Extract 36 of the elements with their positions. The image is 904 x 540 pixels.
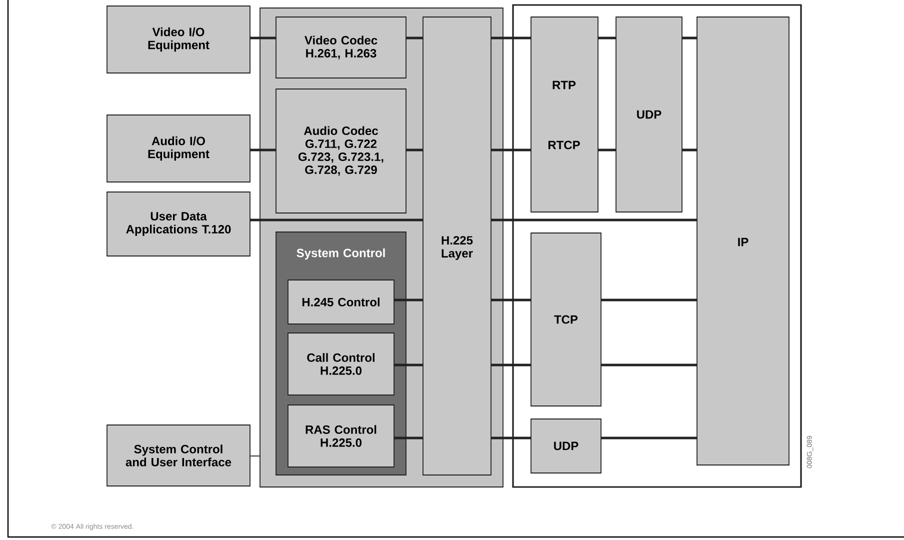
connector-line	[394, 298, 423, 302]
connector-line	[598, 148, 616, 152]
connector-line	[601, 364, 697, 366]
process-box: UDP	[530, 418, 602, 474]
connector-line	[491, 148, 531, 152]
connector-line	[682, 36, 697, 40]
process-box: UDP	[616, 16, 682, 212]
connector-line	[491, 218, 697, 222]
connector-line	[394, 436, 423, 440]
connector-line	[250, 218, 423, 222]
process-box: Audio Codec G.711, G.722 G.723, G.723.1, G.728, G.729	[276, 88, 406, 214]
process-box: RTP RTCP	[530, 16, 598, 212]
connector-line	[491, 36, 531, 40]
connector-line	[491, 298, 531, 302]
connector-line	[682, 148, 697, 152]
connector-line	[394, 364, 423, 366]
connector-line	[598, 36, 616, 40]
connector-line	[491, 436, 531, 440]
connector-line	[491, 364, 531, 366]
connector-line	[601, 436, 697, 440]
process-box: H.225 Layer	[422, 16, 492, 476]
process-box: RAS Control H.225.0	[288, 404, 394, 468]
connector-line	[250, 36, 276, 40]
process-box: Video Codec H.261, H.263	[276, 16, 406, 78]
process-box: IP	[696, 16, 790, 466]
connector-line	[250, 148, 276, 152]
process-box: TCP	[530, 232, 602, 406]
process-box: Call Control H.225.0	[288, 332, 394, 396]
connector-line	[601, 298, 697, 302]
process-box: System Control and User Interface	[106, 424, 250, 486]
connector-line	[406, 36, 423, 40]
connector-line	[406, 148, 423, 152]
process-box: Video I/O Equipment	[106, 6, 250, 74]
process-box: H.245 Control	[288, 280, 394, 324]
process-box: Audio I/O Equipment	[106, 114, 250, 182]
process-box: User Data Applications T.120	[106, 192, 250, 256]
